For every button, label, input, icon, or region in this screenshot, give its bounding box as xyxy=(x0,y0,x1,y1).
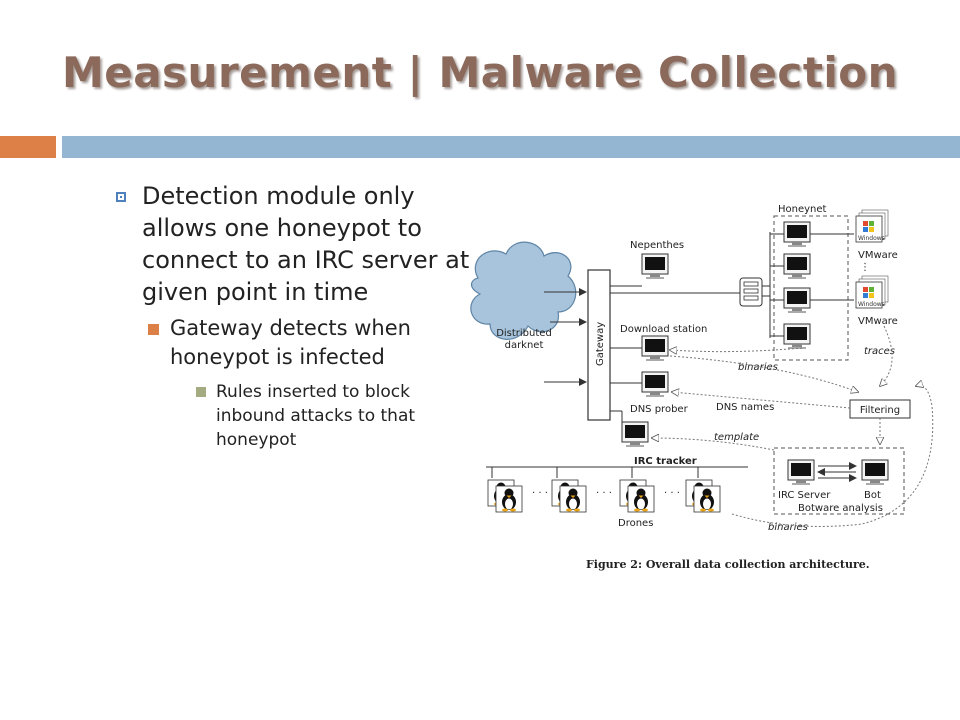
filtering-label: Filtering xyxy=(860,405,900,416)
bot-computer-icon xyxy=(861,459,889,486)
nepenthes-label: Nepenthes xyxy=(630,240,684,251)
template-arrow xyxy=(652,438,775,451)
traces-label: traces xyxy=(864,346,895,357)
square-bullet-icon xyxy=(148,324,159,335)
download-station-computer-icon xyxy=(641,335,669,362)
bullet-list: Detection module only allows one honeypo… xyxy=(112,180,472,452)
irc-tracker-label: IRC tracker xyxy=(634,456,697,467)
botware-analysis-box xyxy=(773,447,905,515)
bullet-level-3: Rules inserted to block inbound attacks … xyxy=(112,380,472,452)
gateway-box xyxy=(587,269,611,421)
nepenthes-computer-icon xyxy=(641,253,669,280)
bot-label: Bot xyxy=(864,490,881,501)
honeypot-computer-icon xyxy=(783,253,811,280)
drones-ellipsis: · · · xyxy=(596,488,612,499)
download-to-filtering-arrow xyxy=(669,355,858,392)
figure-caption: Figure 2: Overall data collection archit… xyxy=(586,558,870,571)
slide-title: Measurement | Malware Collection xyxy=(61,48,899,97)
irc-server-computer-icon xyxy=(787,459,815,486)
windows-label: Windows xyxy=(858,301,885,308)
honeynet-label: Honeynet xyxy=(778,204,827,215)
drones-label: Drones xyxy=(618,518,653,529)
download-station-label: Download station xyxy=(620,324,707,335)
darknet-label-line-2: darknet xyxy=(505,340,544,351)
template-label: template xyxy=(714,432,759,443)
dns-prober-label: DNS prober xyxy=(630,404,689,415)
dns-prober-computer-icon xyxy=(641,371,669,398)
title-accent-bar-orange xyxy=(0,136,56,158)
drone-linux-icon xyxy=(495,485,523,513)
bullet-level-2: Gateway detects when honeypot is infecte… xyxy=(112,314,472,372)
square-bullet-icon xyxy=(196,387,206,397)
drones-ellipsis: · · · xyxy=(664,488,680,499)
drone-linux-icon xyxy=(627,485,655,513)
binaries-label: binaries xyxy=(768,522,808,533)
irc-server-label: IRC Server xyxy=(778,490,831,501)
architecture-diagram: Distributed darknet Gateway Nepenthes Do… xyxy=(470,204,934,571)
switch-port xyxy=(743,295,759,301)
honeypot-computer-icon xyxy=(783,221,811,248)
drones-ellipsis: · · · xyxy=(532,488,548,499)
binaries-label: binaries xyxy=(738,362,778,373)
drone-linux-icon xyxy=(559,485,587,513)
bullet-level-1: Detection module only allows one honeypo… xyxy=(112,180,472,308)
binaries-arrow xyxy=(670,348,803,352)
vmware-ellipsis: ⋮ xyxy=(860,262,870,273)
drone-linux-icon xyxy=(693,485,721,513)
square-bullet-icon xyxy=(116,192,126,202)
switch-port xyxy=(743,281,759,287)
vmware-label: VMware xyxy=(858,316,898,327)
honeypot-computer-icon xyxy=(783,287,811,314)
vmware-label: VMware xyxy=(858,250,898,261)
irc-tracker-computer-icon xyxy=(621,421,649,448)
bullet-text: Rules inserted to block inbound attacks … xyxy=(216,382,416,450)
title-accent-bar-blue xyxy=(62,136,960,158)
botware-analysis-label: Botware analysis xyxy=(798,503,883,514)
honeypot-computer-icon xyxy=(783,323,811,350)
honeynet-box xyxy=(773,215,849,361)
windows-label: Windows xyxy=(858,235,885,242)
switch-port xyxy=(743,288,759,294)
gateway-label: Gateway xyxy=(595,322,606,366)
dns-names-arrow xyxy=(672,392,851,409)
bullet-text: Detection module only allows one honeypo… xyxy=(142,182,470,306)
darknet-cloud xyxy=(470,241,577,340)
dns-names-label: DNS names xyxy=(716,402,774,413)
binaries-loop-arrow xyxy=(731,385,934,527)
darknet-label-line-1: Distributed xyxy=(496,328,552,339)
bullet-text: Gateway detects when honeypot is infecte… xyxy=(170,316,411,369)
